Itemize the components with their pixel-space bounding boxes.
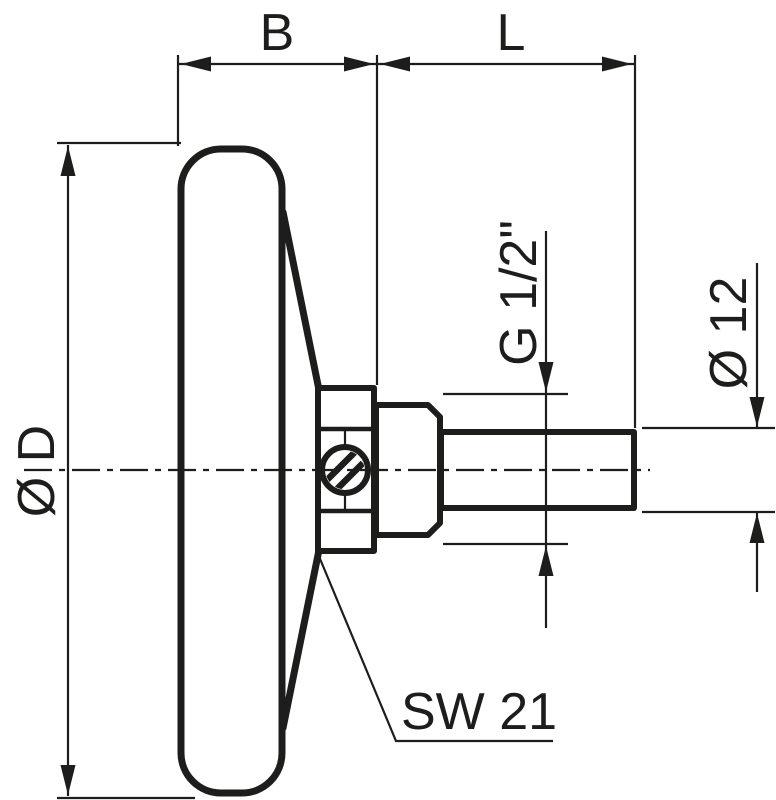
arrowhead-right [344, 56, 374, 72]
arrowhead-down [538, 362, 554, 392]
arrowhead-left [181, 56, 211, 72]
screw-hatch [325, 450, 365, 490]
arrowhead-down [60, 765, 76, 795]
leader-wrench-size: SW 21 [316, 553, 557, 743]
case-cone-upper-edge [279, 208, 323, 394]
dimension-l: L [377, 4, 637, 428]
arrowhead-down [749, 397, 765, 427]
dim-l-label: L [497, 4, 526, 62]
leader-line [316, 553, 553, 743]
arrowhead-right [602, 56, 632, 72]
dimension-b: B [176, 4, 379, 385]
case-cone-lower-edge [279, 546, 323, 732]
arrowhead-up [60, 146, 76, 176]
arrowhead-up [749, 513, 765, 543]
arrowhead-up [538, 546, 554, 576]
screw-hatch-stripe [325, 450, 359, 483]
dim-stem-label: Ø 12 [700, 277, 758, 390]
dimension-stem-diameter: Ø 12 [642, 263, 775, 592]
dim-b-label: B [260, 4, 295, 62]
wrench-size-label: SW 21 [401, 683, 557, 741]
dim-thread-label: G 1/2" [490, 220, 548, 366]
arrowhead-left [380, 56, 410, 72]
dimension-thread: G 1/2" [443, 220, 568, 628]
screw-hatch-stripe [332, 460, 365, 490]
dimension-dial-diameter: Ø D [8, 141, 195, 800]
dim-d-label: Ø D [8, 425, 66, 517]
